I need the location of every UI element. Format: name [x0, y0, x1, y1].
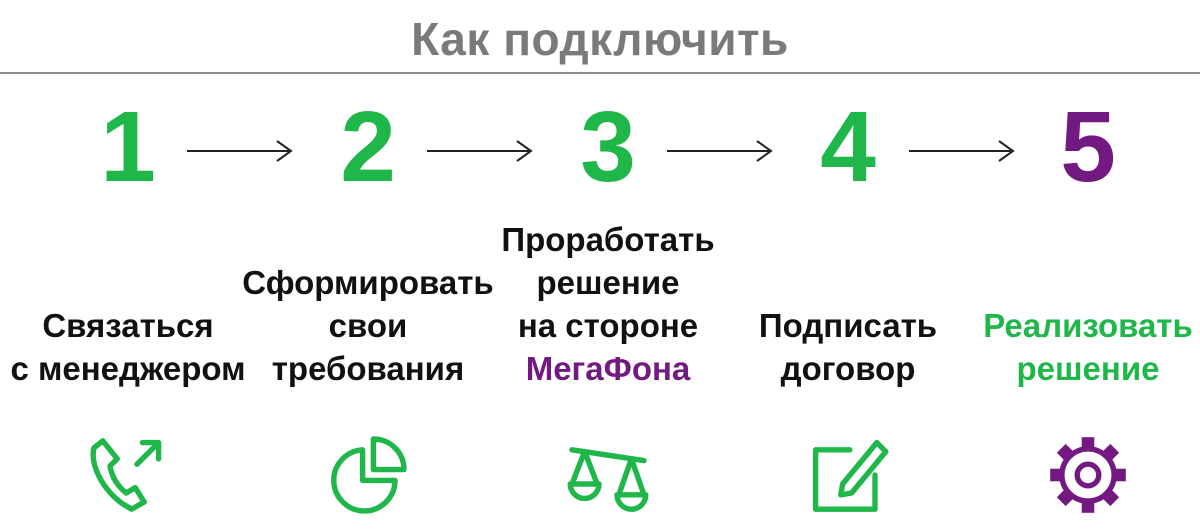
title-divider [0, 72, 1200, 74]
step-label-line: договор [780, 350, 916, 387]
step-label-1: Связаться с менеджером [0, 304, 258, 390]
step-label-line: Сформировать [242, 264, 494, 301]
scales-icon [563, 430, 653, 520]
step-label-2: Сформировать свои требования [238, 261, 498, 390]
step-label-line: с менеджером [10, 350, 246, 387]
step-label-line: требования [271, 350, 465, 387]
step-number-5: 5 [1060, 91, 1116, 203]
step-number-1: 1 [100, 91, 156, 203]
step-label-line: свои [328, 307, 408, 344]
step-label-line: решение [536, 264, 680, 301]
flow-arrow-icon [187, 140, 293, 162]
step-label-5: Реализовать решение [958, 304, 1200, 390]
step-label-line: Реализовать [983, 307, 1193, 344]
step-label-4: Подписать договор [718, 304, 978, 390]
flow-arrow-icon [667, 140, 773, 162]
step-label-line: Связаться [42, 307, 214, 344]
pie-chart-icon [323, 430, 413, 520]
step-label-line: на стороне [517, 307, 699, 344]
step-number-2: 2 [340, 91, 396, 203]
step-label-line: МегаФона [525, 350, 691, 387]
edit-document-icon [803, 430, 893, 520]
flow-arrow-icon [427, 140, 533, 162]
step-number-3: 3 [580, 91, 636, 203]
step-label-line: Подписать [758, 307, 938, 344]
step-label-line: решение [1016, 350, 1160, 387]
step-label-line: Проработать [501, 221, 715, 258]
page-title: Как подключить [411, 13, 789, 65]
phone-call-icon [83, 430, 173, 520]
step-number-4: 4 [820, 91, 876, 203]
gear-icon [1043, 430, 1133, 520]
flow-arrow-icon [909, 140, 1015, 162]
